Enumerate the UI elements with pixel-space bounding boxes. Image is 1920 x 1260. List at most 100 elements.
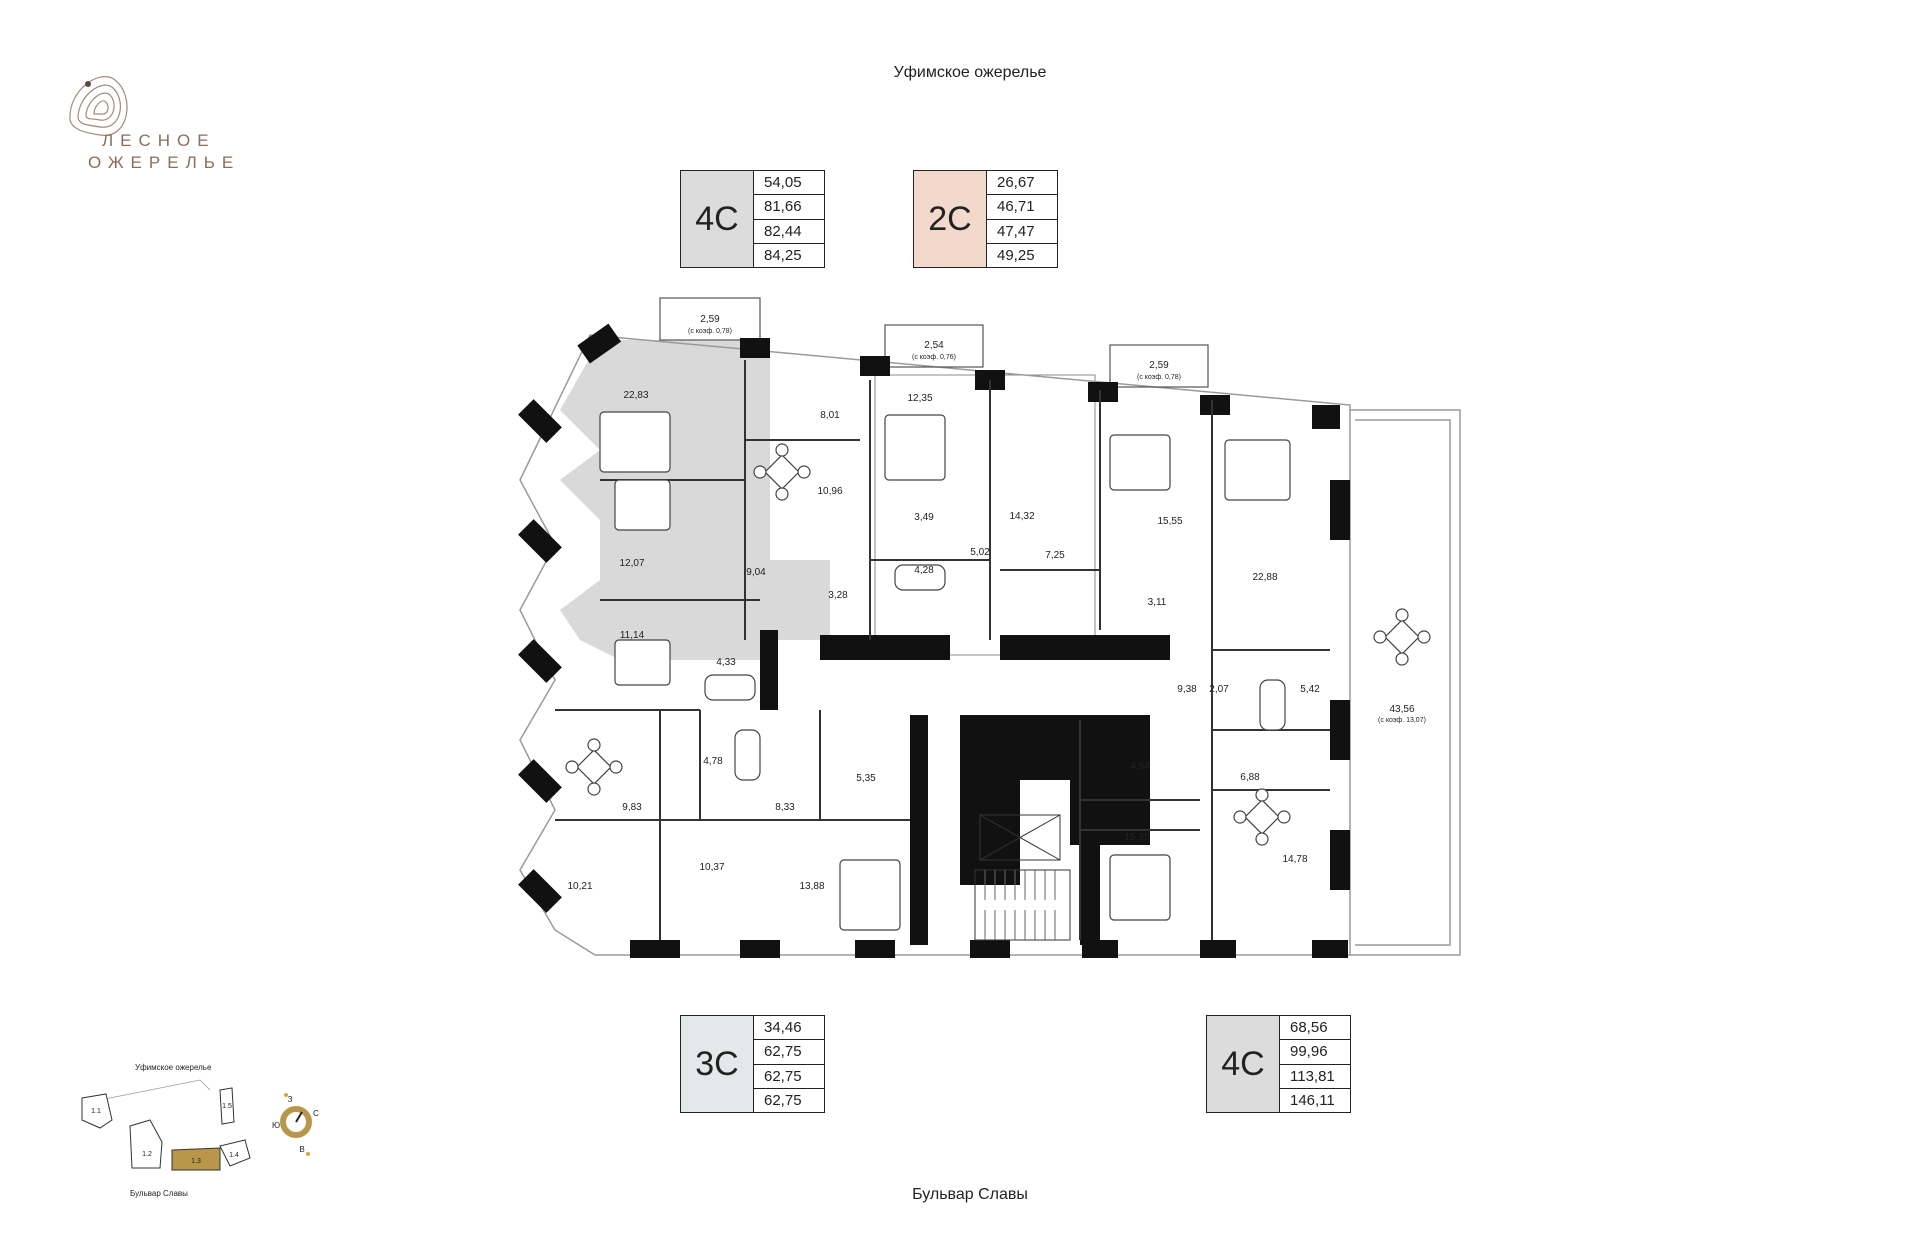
room-area-label: 10,96	[817, 486, 842, 497]
bed-icon	[614, 479, 671, 531]
compass-west: З	[288, 1095, 293, 1104]
room-area-label: 7,25	[1045, 550, 1065, 561]
room-area-label: 14,32	[1009, 511, 1034, 522]
section-1-4[interactable]	[219, 1139, 251, 1167]
room-area-label: 3,11	[1148, 597, 1167, 608]
section-label: 1.3	[191, 1158, 201, 1165]
apartment-type: 2С	[914, 171, 987, 267]
area-value: 113,81	[1280, 1065, 1350, 1089]
room-area-label: 15,35	[1124, 832, 1149, 843]
staircase	[974, 869, 1071, 941]
street-top-label: Уфимское ожерелье	[893, 64, 1047, 81]
room-area-label: 22,88	[1252, 572, 1277, 583]
room-area-label: 4,33	[716, 657, 736, 668]
room-area-label: 4,78	[703, 756, 723, 767]
room-area-label: 5,42	[1300, 684, 1320, 695]
bed-icon	[614, 639, 671, 686]
section-label: 1.1	[91, 1108, 101, 1115]
section-1-3[interactable]	[171, 1147, 221, 1171]
compass-north: С	[313, 1109, 319, 1118]
apartment-card-4c-bottom[interactable]: 4С 68,56 99,96 113,81 146,11	[1206, 1015, 1351, 1113]
dining-table-icon	[753, 443, 811, 501]
bed-icon	[1109, 434, 1171, 491]
logo-line-2: ОЖЕРЕЛЬЕ	[88, 153, 241, 172]
room-area-label: 13,88	[799, 881, 824, 892]
logo-text: ЛЕСНОЕ ОЖЕРЕЛЬЕ	[88, 130, 240, 174]
bathtub-icon	[704, 674, 756, 701]
apartment-type: 4С	[681, 171, 754, 267]
minimap-top-street: Уфимское ожерелье	[135, 1063, 212, 1072]
room-area-label: 6,88	[1240, 772, 1260, 783]
apartment-card-4c-top[interactable]: 4С 54,05 81,66 82,44 84,25	[680, 170, 825, 268]
bathtub-icon	[734, 729, 761, 781]
dining-table-icon	[565, 738, 623, 796]
area-value: 62,75	[754, 1065, 824, 1089]
bathtub-icon	[894, 564, 946, 591]
area-value: 34,46	[754, 1016, 824, 1041]
elevator-shaft	[979, 814, 1061, 861]
compass-east: В	[299, 1145, 304, 1154]
room-area-label: 15,55	[1157, 516, 1182, 527]
bed-icon	[599, 411, 671, 473]
balcony-coef-label: (с коэф. 0,76)	[912, 354, 956, 361]
dining-table-icon	[1233, 788, 1291, 846]
bed-icon	[839, 859, 901, 931]
area-value: 54,05	[754, 171, 824, 196]
room-area-label: 10,21	[567, 881, 592, 892]
area-value: 146,11	[1290, 1091, 1335, 1109]
area-value: 26,67	[987, 171, 1057, 196]
room-area-label: 9,38	[1177, 684, 1197, 695]
room-area-label: 11,14	[620, 630, 645, 641]
terrace-table-icon	[1373, 608, 1431, 666]
section-1-1[interactable]	[81, 1093, 113, 1129]
room-area-label: 9,83	[622, 802, 642, 813]
balcony-2	[884, 324, 984, 368]
area-value: 81,66	[754, 195, 824, 220]
area-value: 62,75	[754, 1040, 824, 1065]
bed-icon	[1109, 854, 1171, 921]
balcony-1	[659, 297, 761, 341]
terrace-coef-label: (с коэф. 13,07)	[1378, 717, 1426, 724]
area-value: 82,44	[754, 220, 824, 244]
balcony-coef-label: (с коэф. 0,78)	[688, 328, 732, 335]
balcony-coef-label: (с коэф. 0,78)	[1137, 374, 1181, 381]
logo-line-1: ЛЕСНОЕ	[102, 131, 216, 150]
area-value: 99,96	[1280, 1040, 1350, 1065]
area-value: 47,47	[987, 220, 1057, 244]
site-minimap[interactable]: Уфимское ожерелье 1.1 1.2 1.3 1.4 1.5 З …	[70, 1050, 350, 1210]
balcony-area-label: 2,54	[924, 340, 944, 351]
room-area-label: 8,01	[820, 410, 840, 421]
balcony-3	[1109, 344, 1209, 388]
room-area-label: 3,28	[828, 590, 848, 601]
terrace-area-label: 43,56	[1389, 704, 1414, 715]
apartment-card-2c[interactable]: 2С 26,67 46,71 47,47 49,25	[913, 170, 1058, 268]
section-label: 1.5	[222, 1103, 232, 1110]
room-area-label: 2,07	[1209, 684, 1229, 695]
room-area-label: 9,04	[746, 567, 766, 578]
room-area-label: 14,78	[1282, 854, 1307, 865]
bed-icon	[1224, 439, 1291, 501]
area-value: 68,56	[1280, 1016, 1350, 1041]
compass-icon: З С Ю В	[272, 1093, 319, 1156]
logo-icon	[69, 76, 128, 136]
section-1-2[interactable]	[129, 1119, 163, 1169]
room-area-label: 5,35	[856, 773, 876, 784]
bathtub-icon	[1259, 679, 1286, 731]
apartment-card-3c[interactable]: 3С 34,46 62,75 62,75 62,75	[680, 1015, 825, 1113]
area-value: 62,75	[764, 1091, 802, 1109]
street-bottom-label: Бульвар Славы	[912, 1186, 1028, 1203]
area-value: 49,25	[997, 246, 1035, 264]
room-area-label: 5,02	[970, 547, 990, 558]
apartment-type: 4С	[1207, 1016, 1280, 1112]
room-area-label: 12,07	[619, 558, 644, 569]
balcony-area-label: 2,59	[700, 314, 720, 325]
apartment-4c-highlight[interactable]	[560, 340, 830, 660]
section-label: 1.2	[142, 1151, 152, 1158]
room-area-label: 22,83	[623, 390, 648, 401]
room-area-label: 3,49	[914, 512, 934, 523]
room-area-label: 4,28	[914, 565, 934, 576]
section-1-5[interactable]	[219, 1087, 235, 1125]
room-area-label: 8,33	[775, 802, 795, 813]
bed-icon	[884, 414, 946, 481]
